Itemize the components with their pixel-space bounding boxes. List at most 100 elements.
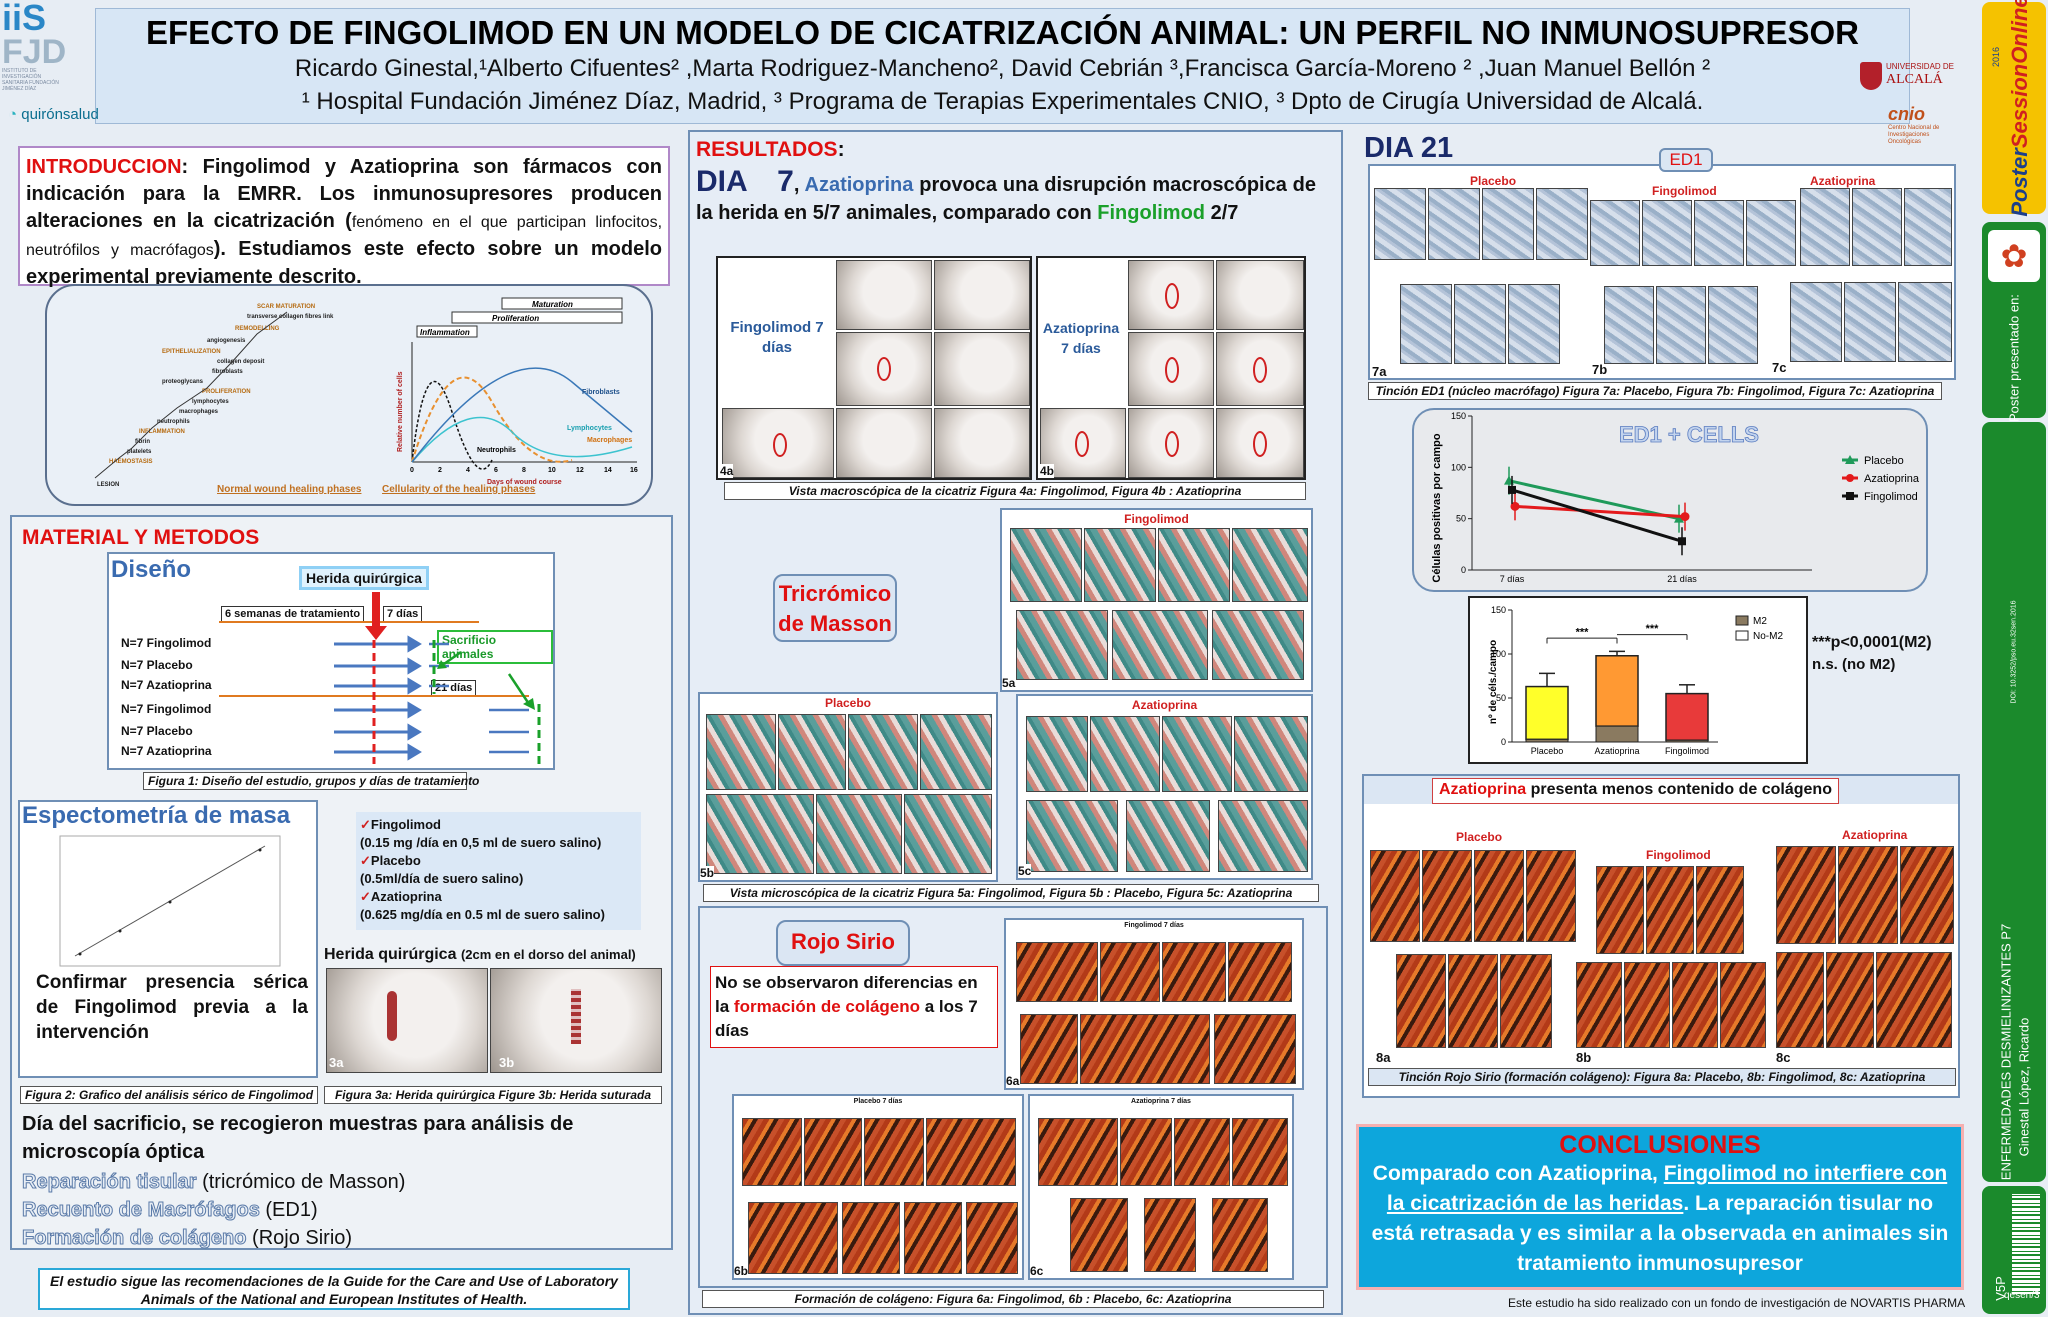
photo-3a: 3a (326, 968, 488, 1073)
dose-name: Azatioprina (370, 889, 442, 904)
conclusions-text-1: Comparado con Azatioprina, (1372, 1162, 1658, 1185)
fig5a-title: Fingolimod (1124, 512, 1189, 526)
masson-5c-5 (1026, 800, 1118, 872)
lbl-5c: 5c (1018, 864, 1032, 878)
ed1-7c-4 (1790, 282, 1842, 362)
line-series-azatioprina (1514, 504, 1686, 519)
rojo-6c-1 (1038, 1118, 1118, 1186)
phase-label-scar-maturation: SCAR MATURATION (257, 304, 315, 310)
wound-circle (1165, 431, 1179, 457)
ed1-fingo-title: Fingolimod (1652, 184, 1717, 198)
legend-label: Fingolimod (1864, 491, 1918, 503)
rojo-text-box: No se observaron diferencias en la forma… (710, 966, 998, 1048)
masson-5a-2 (1084, 528, 1156, 602)
results-heading: RESULTADOS: (696, 138, 845, 162)
ed1-7a-3 (1482, 188, 1534, 260)
sig-label-1: *** (1576, 627, 1590, 639)
cell-x-tick: 0 (410, 467, 414, 474)
lbl-7a: 7a (1372, 364, 1387, 379)
dose-name: Fingolimod (370, 817, 441, 832)
intro-figure: SCAR MATURATION transverse collagen fibr… (45, 284, 653, 506)
weeks-label: 6 semanas de tratamiento (221, 606, 365, 622)
intro-heading: INTRODUCCION (26, 156, 182, 178)
rojo-8a-3 (1474, 850, 1524, 942)
ed1-panel: Placebo Fingolimod Azatioprina 7a 7b 7c (1368, 164, 1956, 380)
code2-text: qesen/3 (2004, 1290, 2040, 1301)
line-series-fingolimod (1511, 488, 1683, 543)
sidebar-year: 2016 (1991, 46, 2002, 68)
group-label: N=7 Fingolimod (121, 702, 212, 716)
author-text: Ginestal López, Ricardo (2016, 1017, 2032, 1157)
sidebar-presented: ✿ Poster presentado en: (1982, 222, 2046, 422)
phase-label-neutrophils: neutrophils (157, 419, 190, 425)
masson-5c-1 (1026, 716, 1088, 792)
phase-label-remodelling: REMODELLING (235, 326, 280, 332)
wound-circle (1253, 431, 1267, 457)
aza-word: Azatioprina (804, 174, 914, 196)
ed1-7b-2 (1642, 200, 1692, 266)
fig6a-panel: Fingolimod 7 días 6a (1004, 918, 1304, 1090)
rojo-6a-2 (1100, 942, 1160, 1002)
cell-y-axis: Relative number of cells (397, 371, 404, 452)
pvalue-text: ***p<0,0001(M2) n.s. (no M2) (1812, 632, 1932, 676)
fig6a-title: Fingolimod 7 días (1124, 922, 1184, 929)
fig4b-panel: Azatioprina 7 días 4b (1036, 256, 1306, 480)
rojo-6c-3 (1174, 1118, 1230, 1186)
masson-5a-1 (1010, 528, 1082, 602)
results-end-text: 2/7 (1210, 202, 1239, 224)
results-heading-text: RESULTADOS (696, 138, 838, 161)
check-icon: ✓ (360, 853, 371, 868)
bar-chart-xtick-label: Azatioprina (1594, 746, 1639, 756)
fig6b-title: Placebo 7 días (853, 1098, 903, 1105)
phase-label-haemostasis: HAEMOSTASIS (109, 459, 153, 465)
bar-chart-xtick-label: Placebo (1531, 746, 1564, 756)
legend-m2-label: M2 (1753, 616, 1767, 627)
legend-marker (1846, 492, 1854, 500)
results-colon: : (837, 138, 845, 161)
lbl-8b: 8b (1576, 1050, 1592, 1065)
analysis-item: Reparación tisular (tricrómico de Masson… (22, 1168, 406, 1196)
photo-3b: 3b (490, 968, 662, 1073)
line-chart-ylabel: Células positivas por campo (1431, 433, 1443, 582)
masson-5a-5 (1016, 610, 1108, 680)
analysis-item: Recuento de Macrófagos (ED1) (22, 1196, 405, 1224)
mass-spec-graph (59, 835, 281, 967)
masson-title: Tricrómico de Masson (773, 574, 897, 642)
lbl-7b: 7b (1592, 362, 1608, 377)
bar-m2-azatioprina (1595, 725, 1639, 743)
alcala-line1: UNIVERSIDAD DE (1886, 62, 1955, 71)
fig5-caption: Vista microscópica de la cicatriz Figura… (703, 884, 1319, 902)
intro-box: INTRODUCCION: Fingolimod y Azatioprina s… (18, 146, 670, 288)
rojo-6a-4 (1228, 942, 1292, 1002)
maturation-label: Maturation (532, 300, 573, 309)
rojo-6b-8 (966, 1202, 1018, 1274)
analysis-list: Reparación tisular (tricrómico de Masson… (21, 1168, 406, 1252)
line-point-azatioprina (1510, 501, 1520, 511)
collagen-rest: presenta menos contenido de colágeno (1530, 781, 1832, 798)
presented-text: Poster presentado en: (2006, 294, 2022, 422)
rojo-6c-6 (1144, 1198, 1196, 1272)
conclusions-box: CONCLUSIONES Comparado con Azatioprina, … (1356, 1124, 1964, 1290)
rojo-6a-6 (1080, 1014, 1210, 1084)
lbl-8c: 8c (1776, 1050, 1791, 1065)
ed1-7c-6 (1898, 282, 1952, 362)
ed1-7b-4 (1746, 200, 1796, 266)
design-title: Diseño (111, 556, 192, 583)
rojo-8b-6 (1672, 962, 1718, 1048)
masson-5b-4 (920, 714, 992, 790)
sacrificio-box: Sacrificio animales (437, 630, 553, 664)
photo-4a-7 (934, 408, 1030, 478)
fibroblasts-label: Fibroblasts (582, 389, 620, 396)
masson-5c-4 (1234, 716, 1308, 792)
rojo-8a-7 (1500, 954, 1552, 1048)
photo-4b-2 (1216, 260, 1304, 330)
photo-4b-1 (1128, 260, 1214, 330)
logo-iis: iiS (2, 0, 47, 38)
photo-4a-2 (934, 260, 1030, 330)
ed1-placebo-title: Placebo (1470, 174, 1517, 188)
line-point-fingolimod (1678, 537, 1686, 546)
sidebar-info: DOI: 10.3252/pso.eu.32sen.2016 ENFERMEDA… (1982, 422, 2046, 1182)
phase-label-transverse: transverse collagen fibres link (247, 314, 334, 320)
line-chart-title: ED1 + CELLS (1619, 422, 1759, 447)
phase-label-angiogenesis: angiogenesis (207, 338, 246, 344)
